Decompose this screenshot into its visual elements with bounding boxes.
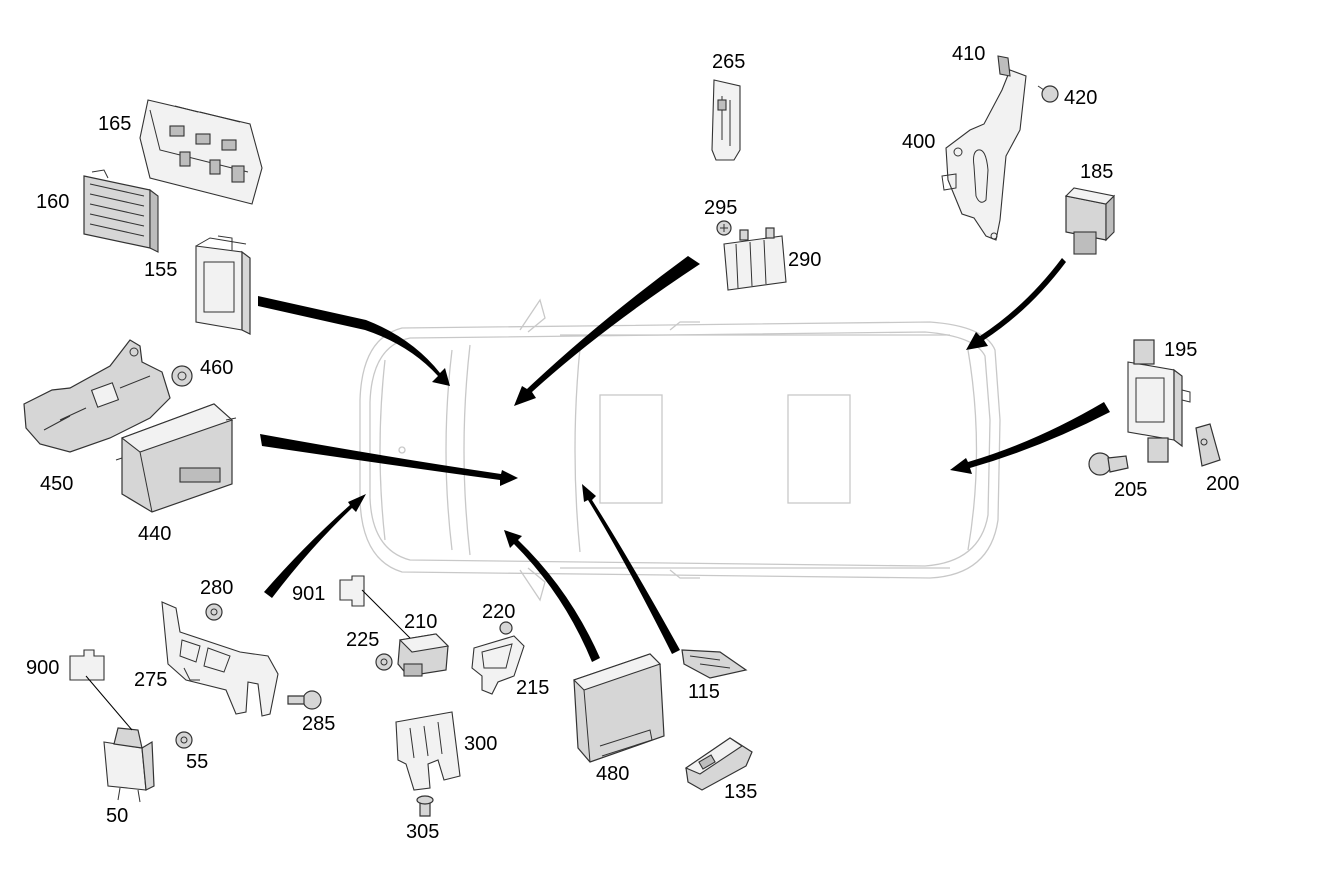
part-165-fuse-box — [139, 99, 263, 205]
label-165: 165 — [98, 113, 131, 135]
part-225-nut — [375, 653, 393, 671]
part-420-screw — [1037, 85, 1059, 103]
part-220-screw — [499, 621, 513, 635]
label-460: 460 — [200, 357, 233, 379]
part-210-control-unit — [397, 633, 450, 677]
label-901: 901 — [292, 583, 325, 605]
label-265: 265 — [712, 51, 745, 73]
label-200: 200 — [1206, 473, 1239, 495]
label-410: 410 — [952, 43, 985, 65]
part-135-module — [684, 737, 753, 791]
part-160-control-module — [83, 169, 159, 253]
label-50: 50 — [106, 805, 128, 827]
part-275-bracket — [161, 601, 279, 717]
pointer-arrows — [258, 256, 1110, 662]
part-265-bracket — [711, 79, 741, 161]
part-155-control-module — [195, 235, 251, 335]
label-305: 305 — [406, 821, 439, 843]
label-440: 440 — [138, 523, 171, 545]
label-480: 480 — [596, 763, 629, 785]
part-185-module — [1064, 187, 1116, 255]
label-210: 210 — [404, 611, 437, 633]
label-450: 450 — [40, 473, 73, 495]
part-305-screw — [416, 795, 434, 817]
label-155: 155 — [144, 259, 177, 281]
part-480-control-unit — [572, 653, 665, 763]
label-285: 285 — [302, 713, 335, 735]
label-295: 295 — [704, 197, 737, 219]
part-195-module — [1127, 339, 1191, 463]
part-901-connector-symbol — [339, 575, 365, 607]
part-450-mounting-bracket — [23, 339, 171, 453]
label-55: 55 — [186, 751, 208, 773]
part-280-nut — [205, 603, 223, 621]
part-labels: 165 160 155 460 450 440 265 295 290 410 … — [26, 43, 1239, 843]
label-900: 900 — [26, 657, 59, 679]
label-195: 195 — [1164, 339, 1197, 361]
part-55-clip — [175, 731, 193, 749]
part-290-holder — [723, 227, 787, 291]
label-135: 135 — [724, 781, 757, 803]
label-290: 290 — [788, 249, 821, 271]
label-420: 420 — [1064, 87, 1097, 109]
part-295-screw — [716, 220, 732, 236]
part-410-clip — [997, 55, 1011, 77]
label-215: 215 — [516, 677, 549, 699]
part-115-module — [681, 649, 748, 679]
label-300: 300 — [464, 733, 497, 755]
label-205: 205 — [1114, 479, 1147, 501]
car-top-view — [359, 298, 1001, 602]
part-400-bracket — [941, 69, 1027, 241]
label-185: 185 — [1080, 161, 1113, 183]
label-220: 220 — [482, 601, 515, 623]
label-160: 160 — [36, 191, 69, 213]
label-225: 225 — [346, 629, 379, 651]
label-115: 115 — [688, 681, 720, 703]
label-280: 280 — [200, 577, 233, 599]
leader-lines — [85, 589, 411, 731]
part-205-screw — [1088, 452, 1129, 476]
label-400: 400 — [902, 131, 935, 153]
part-50-sensor — [103, 727, 155, 803]
part-285-bolt — [287, 690, 322, 710]
part-300-holder — [395, 711, 461, 791]
part-215-bracket — [471, 635, 525, 695]
part-440-control-unit — [115, 403, 237, 513]
part-460-nut — [171, 365, 193, 387]
part-900-connector-symbol — [69, 649, 105, 681]
label-275: 275 — [134, 669, 167, 691]
part-200-clip — [1195, 423, 1221, 467]
